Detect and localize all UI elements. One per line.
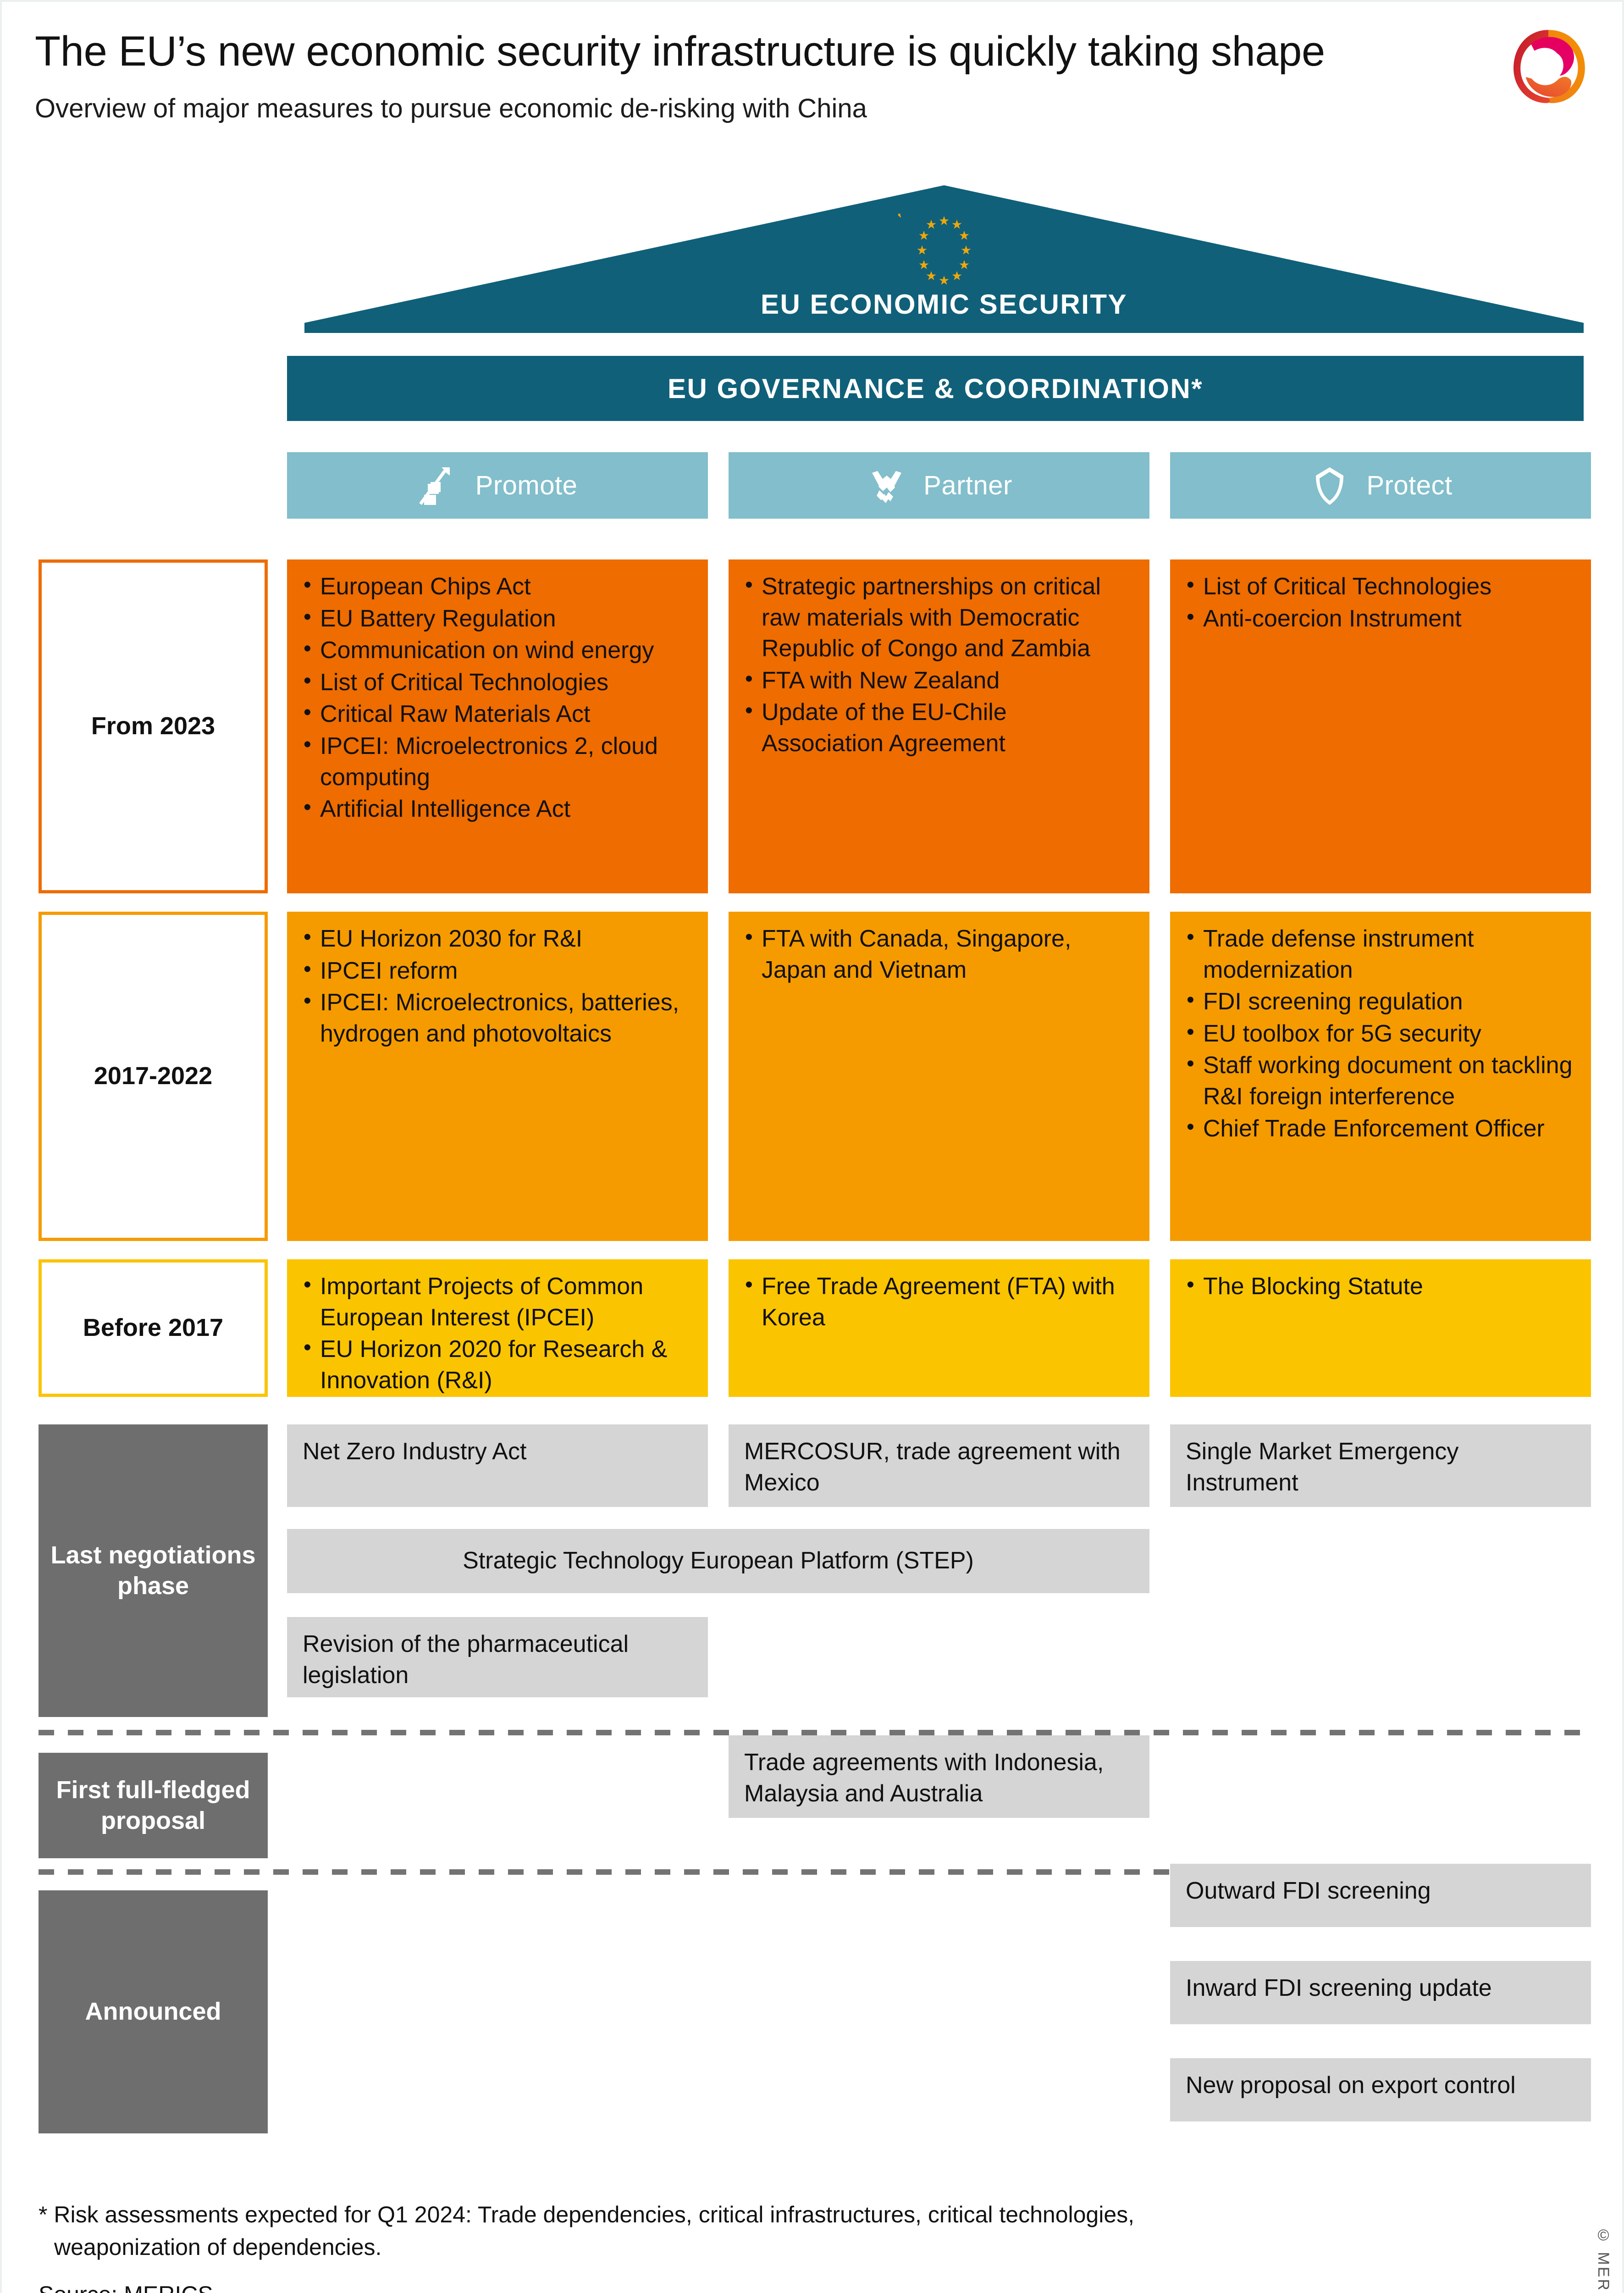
- list-item: European Chips Act: [301, 570, 692, 603]
- status-label-text: Announced: [85, 1998, 221, 2026]
- source-label: Source: MERICS: [39, 2281, 213, 2293]
- cell-from2023-promote: European Chips Act EU Battery Regulation…: [287, 559, 708, 893]
- list-item: Anti-coercion Instrument: [1184, 603, 1575, 635]
- merics-logo: [1505, 23, 1592, 110]
- list-item: IPCEI reform: [301, 955, 692, 987]
- header: The EU’s new economic security infrastru…: [35, 29, 1589, 162]
- pillar-label-protect: Protect: [1366, 471, 1453, 500]
- status-box-step: Strategic Technology European Platform (…: [287, 1529, 1149, 1593]
- status-box-text: Trade agreements with Indonesia, Malaysi…: [744, 1749, 1104, 1807]
- status-box-text: Revision of the pharmaceutical legislati…: [303, 1631, 629, 1689]
- cell-before2017-protect: The Blocking Statute: [1170, 1259, 1591, 1397]
- row-label-text: From 2023: [91, 712, 215, 740]
- shield-icon: [1309, 465, 1351, 507]
- row-label-before-2017: Before 2017: [39, 1259, 268, 1397]
- list-item: EU toolbox for 5G security: [1184, 1018, 1575, 1050]
- section-divider-1: [39, 1730, 1591, 1735]
- list-item: EU Battery Regulation: [301, 603, 692, 635]
- status-box-inward-fdi-screening-update: Inward FDI screening update: [1170, 1961, 1591, 2024]
- list-item: Critical Raw Materials Act: [301, 698, 692, 730]
- list-item: List of Critical Technologies: [301, 666, 692, 698]
- handshake-icon: [866, 465, 908, 507]
- status-box-text: New proposal on export control: [1186, 2072, 1516, 2099]
- cell-before2017-promote: Important Projects of Common European In…: [287, 1259, 708, 1397]
- status-box-text: Single Market Emergency Instrument: [1186, 1438, 1459, 1496]
- status-label-announced: Announced: [39, 1890, 268, 2133]
- status-label-text: First full-fledged proposal: [56, 1776, 250, 1835]
- list-item: EU Horizon 2020 for Research & Innovatio…: [301, 1333, 692, 1396]
- status-box-net-zero-industry-act: Net Zero Industry Act: [287, 1424, 708, 1507]
- list-item: Free Trade Agreement (FTA) with Korea: [742, 1270, 1134, 1333]
- status-label-last-negotiations: Last negotiations phase: [39, 1424, 268, 1717]
- cell-from2023-partner: Strategic partnerships on critical raw m…: [729, 559, 1149, 893]
- list-item: FTA with New Zealand: [742, 665, 1134, 697]
- list-item: Chief Trade Enforcement Officer: [1184, 1113, 1575, 1145]
- roof-label: EU ECONOMIC SECURITY: [760, 289, 1128, 320]
- row-label-text: 2017-2022: [94, 1062, 213, 1090]
- governance-bar: EU GOVERNANCE & COORDINATION*: [287, 356, 1584, 421]
- list-item: Important Projects of Common European In…: [301, 1270, 692, 1333]
- list-item: FTA with Canada, Singapore, Japan and Vi…: [742, 923, 1134, 986]
- list-item: FDI screening regulation: [1184, 986, 1575, 1018]
- list-item: Strategic partnerships on critical raw m…: [742, 570, 1134, 665]
- status-box-mercosur-mexico: MERCOSUR, trade agreement with Mexico: [729, 1424, 1149, 1507]
- list-item: EU Horizon 2030 for R&I: [301, 923, 692, 955]
- list-item: Communication on wind energy: [301, 634, 692, 666]
- status-label-text: Last negotiations phase: [50, 1541, 256, 1600]
- footnote: * Risk assessments expected for Q1 2024:…: [39, 2199, 1460, 2264]
- row-label-2017-2022: 2017-2022: [39, 912, 268, 1241]
- cell-2017-partner: FTA with Canada, Singapore, Japan and Vi…: [729, 912, 1149, 1241]
- page-subtitle: Overview of major measures to pursue eco…: [35, 93, 867, 123]
- list-item: Staff working document on tackling R&I f…: [1184, 1049, 1575, 1112]
- list-item: IPCEI: Microelectronics 2, cloud computi…: [301, 730, 692, 793]
- cell-2017-protect: Trade defense instrument modernization F…: [1170, 912, 1591, 1241]
- footnote-line-1: * Risk assessments expected for Q1 2024:…: [39, 2202, 1135, 2227]
- pillar-label-promote: Promote: [475, 471, 578, 500]
- cell-before2017-partner: Free Trade Agreement (FTA) with Korea: [729, 1259, 1149, 1397]
- footnote-line-2: weaponization of dependencies.: [54, 2234, 382, 2260]
- pillar-label-partner: Partner: [923, 471, 1012, 500]
- row-label-from-2023: From 2023: [39, 559, 268, 893]
- pillar-header-partner[interactable]: Partner: [729, 452, 1149, 519]
- copyright-label: © MERICS: [1595, 2227, 1612, 2293]
- status-box-text: MERCOSUR, trade agreement with Mexico: [744, 1438, 1121, 1496]
- list-item: Artificial Intelligence Act: [301, 793, 692, 825]
- status-box-text: Outward FDI screening: [1186, 1878, 1431, 1904]
- pillar-header-protect[interactable]: Protect: [1170, 452, 1591, 519]
- status-label-first-full-fledged-proposal: First full-fledged proposal: [39, 1753, 268, 1858]
- list-item: The Blocking Statute: [1184, 1270, 1575, 1302]
- governance-label: EU GOVERNANCE & COORDINATION*: [667, 373, 1204, 404]
- list-item: Update of the EU-Chile Association Agree…: [742, 696, 1134, 759]
- pillar-header-promote[interactable]: Promote: [287, 452, 708, 519]
- status-box-pharmaceutical-legislation: Revision of the pharmaceutical legislati…: [287, 1617, 708, 1697]
- page-title: The EU’s new economic security infrastru…: [35, 28, 1325, 75]
- row-label-text: Before 2017: [83, 1314, 224, 1342]
- status-box-single-market-emergency-instrument: Single Market Emergency Instrument: [1170, 1424, 1591, 1507]
- status-box-outward-fdi-screening: Outward FDI screening: [1170, 1864, 1591, 1927]
- status-box-new-proposal-export-control: New proposal on export control: [1170, 2058, 1591, 2121]
- status-box-text: Strategic Technology European Platform (…: [463, 1547, 974, 1574]
- eu-flag-stars-icon: [898, 214, 990, 319]
- list-item: IPCEI: Microelectronics, batteries, hydr…: [301, 986, 692, 1049]
- temple-roof: EU ECONOMIC SECURITY: [304, 185, 1584, 333]
- growth-arrow-bars-icon: [418, 465, 460, 507]
- list-item: Trade defense instrument modernization: [1184, 923, 1575, 986]
- status-box-text: Net Zero Industry Act: [303, 1438, 527, 1465]
- cell-2017-promote: EU Horizon 2030 for R&I IPCEI reform IPC…: [287, 912, 708, 1241]
- status-box-trade-agreements-indonesia-malaysia-australia: Trade agreements with Indonesia, Malaysi…: [729, 1735, 1149, 1818]
- cell-from2023-protect: List of Critical Technologies Anti-coerc…: [1170, 559, 1591, 893]
- status-box-text: Inward FDI screening update: [1186, 1975, 1492, 2001]
- list-item: List of Critical Technologies: [1184, 570, 1575, 603]
